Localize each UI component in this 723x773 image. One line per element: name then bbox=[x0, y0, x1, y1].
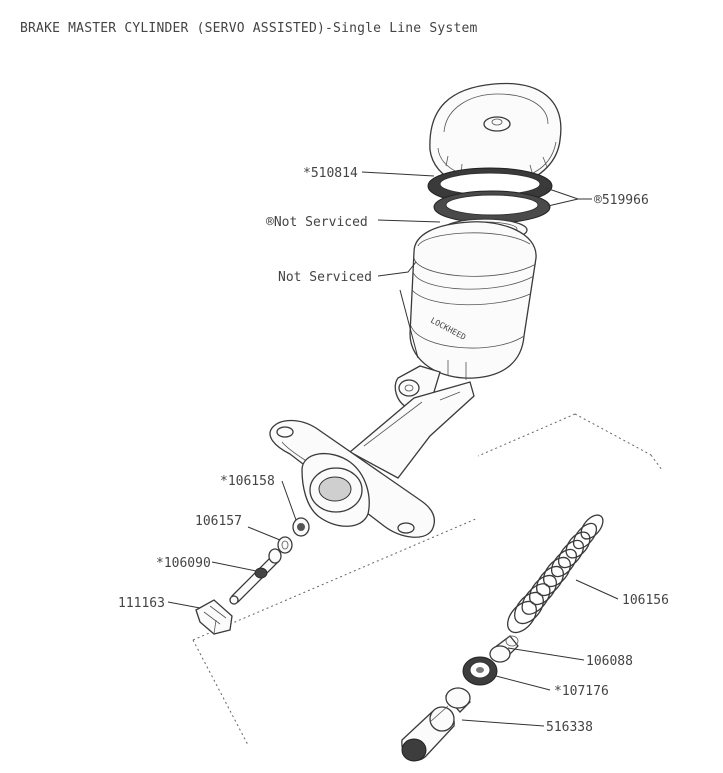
label-106158: *106158 bbox=[220, 474, 275, 489]
label-106156: 106156 bbox=[622, 593, 669, 608]
exploded-view-outline bbox=[192, 413, 663, 746]
seal-106158 bbox=[292, 517, 310, 537]
label-516338: 516338 bbox=[546, 720, 593, 735]
label-reservoir-not-serviced: Not Serviced bbox=[278, 270, 372, 285]
seal-107176 bbox=[462, 656, 498, 686]
label-106090: *106090 bbox=[156, 556, 211, 571]
piston-516338 bbox=[401, 687, 471, 762]
spring-106156 bbox=[507, 514, 604, 634]
leader-lines bbox=[167, 171, 619, 727]
label-519966: ®519966 bbox=[594, 193, 649, 208]
label-111163: 111163 bbox=[118, 596, 165, 611]
label-106088: 106088 bbox=[586, 654, 633, 669]
label-107176: *107176 bbox=[554, 684, 609, 699]
push-rod-106090 bbox=[229, 548, 282, 605]
label-510814: *510814 bbox=[303, 166, 358, 181]
diagram-title: BRAKE MASTER CYLINDER (SERVO ASSISTED)-S… bbox=[20, 21, 478, 36]
label-106157: 106157 bbox=[195, 514, 242, 529]
valve-106088 bbox=[489, 635, 519, 663]
clip-111163 bbox=[195, 599, 233, 635]
part-106157 bbox=[277, 536, 293, 554]
reservoir-body: LOCKHEED bbox=[409, 221, 537, 380]
label-seal-not-serviced: ®Not Serviced bbox=[266, 215, 368, 230]
callout-labels: *510814 ®519966 ®Not Serviced Not Servic… bbox=[118, 166, 669, 735]
master-cylinder-body bbox=[269, 365, 475, 538]
reservoir-ring bbox=[433, 190, 551, 224]
